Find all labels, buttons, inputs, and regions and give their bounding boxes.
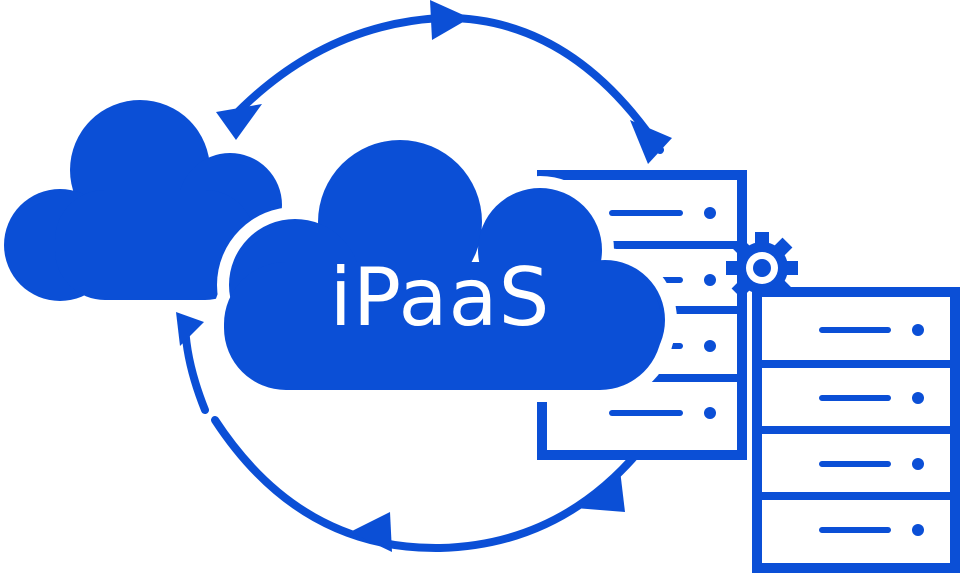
arrowhead-left [176,312,204,346]
arrowhead-top-left [216,104,262,140]
cycle-arc-top [226,13,664,154]
arrowhead-bottom-right [575,470,625,512]
arrowhead-top [430,0,470,40]
arrowheads [176,0,672,552]
arrowhead-right [630,120,672,164]
server-rack-front-icon [752,287,960,573]
arrowhead-bottom [350,512,392,552]
main-cloud-icon [212,128,677,402]
